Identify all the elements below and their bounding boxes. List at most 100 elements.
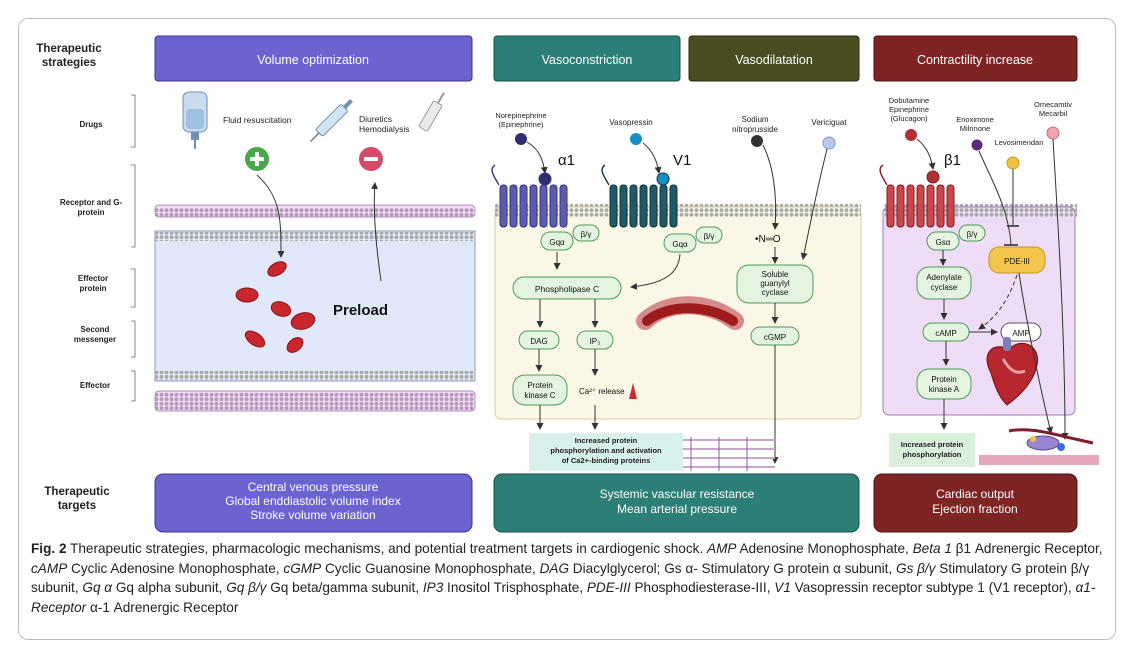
hemodialysis-label: Hemodialysis	[359, 124, 410, 134]
increased-phos-label-3: of Ca2+-binding proteins	[562, 456, 651, 465]
myofilament-icon	[979, 428, 1099, 465]
increased-phos-label-2: phosphorylation and activation	[550, 446, 662, 455]
target-contract-box	[873, 473, 1078, 533]
levosimendan-label: Levosimendan	[995, 138, 1044, 147]
phospholipase-c-node	[512, 276, 622, 300]
caption-lead: Therapeutic strategies, pharmacologic me…	[66, 541, 707, 556]
figure-caption: Fig. 2 Therapeutic strategies, pharmacol…	[31, 539, 1107, 617]
glucagon-label: (Glucagon)	[890, 114, 928, 123]
strategy-volume-box	[154, 35, 473, 82]
nitric-oxide-label: •N═O	[755, 234, 781, 245]
gq-alpha-label: Gqα	[549, 238, 565, 247]
epinephrine-label: (Epinephrine)	[498, 120, 544, 129]
target-vaso-box	[493, 473, 860, 533]
increase-triangle-icon	[629, 383, 637, 399]
strategy-volume-label: Volume optimization	[257, 53, 369, 67]
figure-diagram: Therapeutic strategies Drugs Receptor an…	[36, 35, 1099, 533]
strategy-contractility-label: Contractility increase	[917, 53, 1033, 67]
strategy-vasoconstriction-label: Vasoconstriction	[542, 53, 633, 67]
actin-filament-detail	[690, 437, 748, 471]
ca-release-label: Ca²⁺ release	[579, 387, 625, 396]
contractility-panel: Dobutamine Epinephrine (Glucagon) β1 Eno…	[879, 96, 1099, 467]
v1-receptor-icon	[609, 172, 678, 228]
diuretics-label: Diuretics	[359, 114, 392, 124]
vasopressin-molecule-icon	[630, 133, 642, 145]
caption-definition: Diacylglycerol; Gs α- Stimulatory G prot…	[569, 560, 897, 576]
adenylate-label-1: Adenylate	[926, 273, 962, 282]
increased-phosphorylation-box-contract	[889, 433, 975, 467]
row-label-effector: Effector	[80, 381, 110, 390]
vaso-panel: Norepinephrine (Epinephrine) α1 Vasopres…	[491, 111, 862, 471]
caption-abbrev: α1-Receptor	[31, 580, 1096, 615]
sgc-label-2: guanylyl	[760, 279, 790, 288]
caption-definition: Inositol Trisphosphate,	[443, 580, 587, 595]
row-label-receptor-1: Receptor and G-	[60, 198, 123, 207]
target-volume-line-3: Stroke volume variation	[250, 508, 375, 522]
syringe-icon	[309, 99, 353, 143]
sgc-label-1: Soluble	[762, 270, 789, 279]
caption-abbrev: Gq α	[82, 580, 113, 595]
amp-node	[1000, 322, 1042, 342]
blood-vessel-icon	[636, 296, 744, 330]
caption-definitions: AMP Adenosine Monophosphate, Beta 1 β1 A…	[31, 541, 1103, 615]
fluid-resuscitation-label: Fluid resuscitation	[223, 115, 292, 125]
protein-kinase-a-node	[916, 368, 972, 400]
row-label-strategies-2: strategies	[42, 57, 96, 69]
row-label-second-messenger-2: messenger	[74, 335, 116, 344]
target-contract-line-1: Cardiac output	[936, 487, 1015, 501]
caption-definition: β1 Adrenergic Receptor,	[951, 541, 1103, 556]
caption-abbrev: DAG	[539, 560, 570, 576]
phospholipase-c-label: Phospholipase C	[535, 284, 599, 294]
nitroprusside-label: nitroprusside	[732, 125, 778, 134]
row-label-strategies-1: Therapeutic	[36, 43, 102, 55]
beta1-receptor-label: β1	[944, 152, 961, 169]
caption-definition: Phosphodiesterase-III,	[630, 580, 775, 595]
pka-label-2: kinase A	[929, 385, 960, 394]
v1-receptor-label: V1	[673, 152, 691, 169]
gq-betagamma-node-v1	[695, 226, 723, 244]
increased-phos-label-1: Increased protein	[575, 436, 638, 445]
dialysis-icon	[418, 92, 445, 132]
camp-label: cAMP	[935, 329, 956, 338]
omecamtiv-label: Omecamtiv	[1034, 100, 1072, 109]
cgmp-label: cGMP	[764, 333, 786, 342]
omecamtiv-molecule-icon	[1046, 126, 1060, 140]
red-blood-cells-icon	[235, 261, 316, 353]
epinephrine-contract-label: Epinephrine	[889, 105, 929, 114]
vericiguat-label: Vericiguat	[811, 118, 847, 127]
caption-definition: Cyclic Adenosine Monophosphate,	[67, 560, 284, 576]
increased-contract-label-2: phosphorylation	[903, 450, 962, 459]
caption-definition: α-1 Adrenergic Receptor	[86, 599, 239, 615]
volume-panel: Fluid resuscitation Diuretics Hemodialys…	[154, 91, 476, 412]
caption-definition: Adenosine Monophosphate,	[736, 541, 913, 556]
gq-alpha-node-v1	[663, 233, 697, 253]
caption-definition: Cyclic Guanosine Monophosphate,	[321, 560, 540, 576]
preload-label: Preload	[333, 302, 388, 319]
target-vaso-line-2: Mean arterial pressure	[617, 502, 737, 516]
target-volume-line-2: Global enddiastolic volume index	[225, 494, 400, 508]
row-label-effector-protein-2: protein	[79, 284, 106, 293]
caption-abbrev: cGMP	[283, 560, 322, 576]
caption-definition: Gq beta/gamma subunit,	[266, 580, 423, 595]
row-label-targets-1: Therapeutic	[44, 486, 110, 498]
row-label-second-messenger-1: Second	[81, 325, 110, 334]
enoximone-label: Enoximone	[956, 115, 994, 124]
target-volume-box	[154, 473, 473, 533]
increased-phosphorylation-box	[529, 433, 683, 471]
row-label-drugs: Drugs	[79, 120, 103, 129]
gs-betagamma-label: β/γ	[967, 230, 978, 239]
target-contract-line-2: Ejection fraction	[932, 502, 1017, 516]
strategy-contractility-box	[873, 35, 1078, 82]
ip3-label: IP₃	[590, 337, 601, 346]
sodium-label: Sodium	[741, 115, 768, 124]
row-brackets	[131, 94, 136, 402]
strategy-vasodilatation-box	[688, 35, 860, 82]
row-label-receptor-2: protein	[77, 208, 104, 217]
gs-betagamma-node	[958, 224, 986, 242]
levosimendan-molecule-icon	[1006, 156, 1020, 170]
caption-label: Fig. 2	[31, 541, 67, 556]
target-vaso-line-1: Systemic vascular resistance	[600, 487, 755, 501]
sgc-label-3: cyclase	[762, 288, 789, 297]
pde-iii-label: PDE-III	[1004, 257, 1030, 266]
norepinephrine-label: Norepinephrine	[495, 111, 546, 120]
